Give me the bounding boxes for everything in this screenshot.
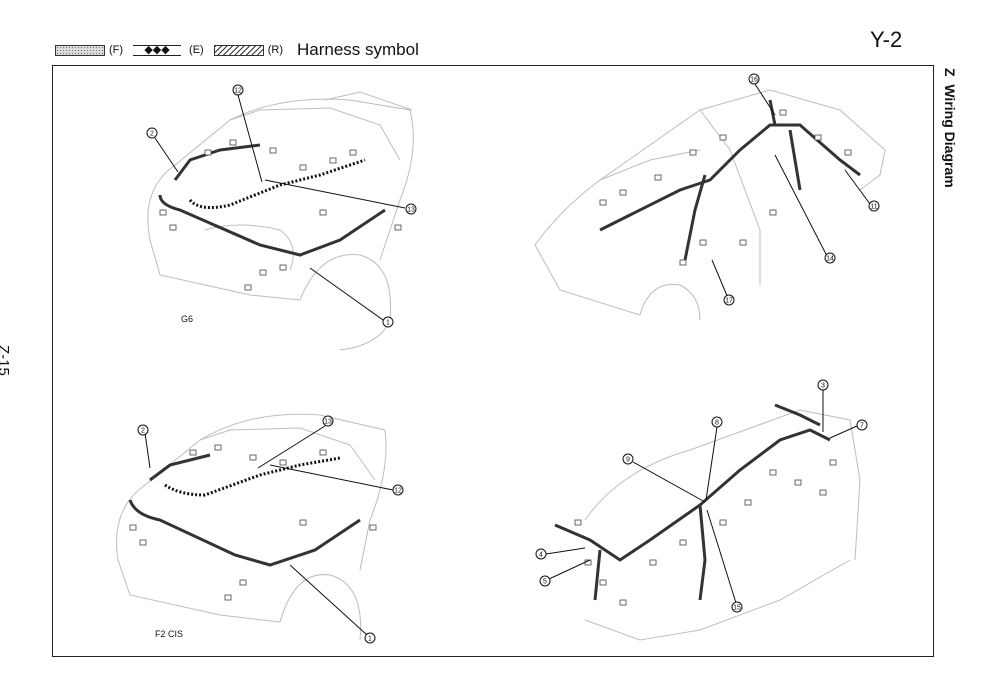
diagram-label-g6: G6 — [181, 314, 193, 324]
svg-text:17: 17 — [725, 298, 733, 305]
callout-2-top-left: 2 — [146, 127, 158, 139]
svg-text:12: 12 — [394, 488, 402, 495]
harness-symbol-legend: (F) ◆◆◆ (E) (R) Harness symbol — [55, 40, 419, 60]
instrument-panel-diagram — [554, 403, 861, 641]
svg-text:1: 1 — [368, 636, 372, 643]
svg-text:1: 1 — [386, 320, 390, 327]
callout-4-bottom-right: 4 — [535, 548, 547, 560]
legend-title: Harness symbol — [297, 40, 419, 59]
engine-harness-symbol: ◆◆◆ — [133, 44, 182, 56]
svg-text:4: 4 — [539, 552, 543, 559]
callout-11-top-right: 11 — [868, 200, 880, 212]
body-harness-diagram — [534, 89, 886, 321]
callout-leaders — [144, 83, 871, 636]
callout-9-bottom-right: 9 — [622, 453, 634, 465]
front-harness-symbol — [55, 44, 105, 56]
svg-text:8: 8 — [715, 420, 719, 427]
svg-text:2: 2 — [150, 131, 154, 138]
svg-text:16: 16 — [750, 77, 758, 84]
svg-text:11: 11 — [870, 204, 877, 211]
rear-harness-label: (R) — [267, 44, 283, 56]
callout-7-bottom-right: 7 — [856, 419, 868, 431]
callout-14-top-right: 14 — [824, 252, 836, 264]
svg-text:3: 3 — [821, 383, 825, 390]
callout-1-bottom-left: 1 — [364, 632, 376, 644]
diagram-label-f2-cis: F2 CIS — [155, 629, 183, 639]
svg-text:5: 5 — [543, 579, 547, 586]
svg-text:15: 15 — [733, 605, 741, 612]
diagram-frame — [52, 65, 934, 657]
callout-16-top-right: 16 — [748, 73, 760, 85]
svg-text:7: 7 — [860, 423, 864, 430]
svg-text:2: 2 — [141, 428, 145, 435]
engine-bay-diagram-f2-cis: F2 CIS — [116, 413, 387, 641]
callout-1-top-left: 1 — [382, 316, 394, 328]
rear-harness-symbol — [213, 44, 264, 56]
callout-5-bottom-right: 5 — [539, 575, 551, 587]
engine-bay-diagram-g6: G6 — [147, 91, 414, 351]
callout-12-bottom-left: 12 — [392, 484, 404, 496]
callout-2-bottom-left: 2 — [137, 424, 149, 436]
svg-text:14: 14 — [826, 256, 834, 263]
svg-text:9: 9 — [626, 457, 630, 464]
callout-3-bottom-right: 3 — [817, 379, 829, 391]
front-harness-label: (F) — [109, 44, 124, 56]
svg-text:12: 12 — [234, 88, 242, 95]
svg-text:13: 13 — [324, 419, 332, 426]
engine-harness-label: (E) — [189, 44, 204, 56]
callout-12-top-left: 12 — [232, 84, 244, 96]
callout-13-bottom-left: 13 — [322, 415, 334, 427]
callout-15-bottom-right: 15 — [731, 601, 743, 613]
callout-17-top-right: 17 — [723, 294, 735, 306]
page-code: Y-2 — [870, 27, 903, 52]
callout-13-top-left: 13 — [405, 203, 417, 215]
svg-text:13: 13 — [407, 207, 415, 214]
callout-8-bottom-right: 8 — [711, 416, 723, 428]
